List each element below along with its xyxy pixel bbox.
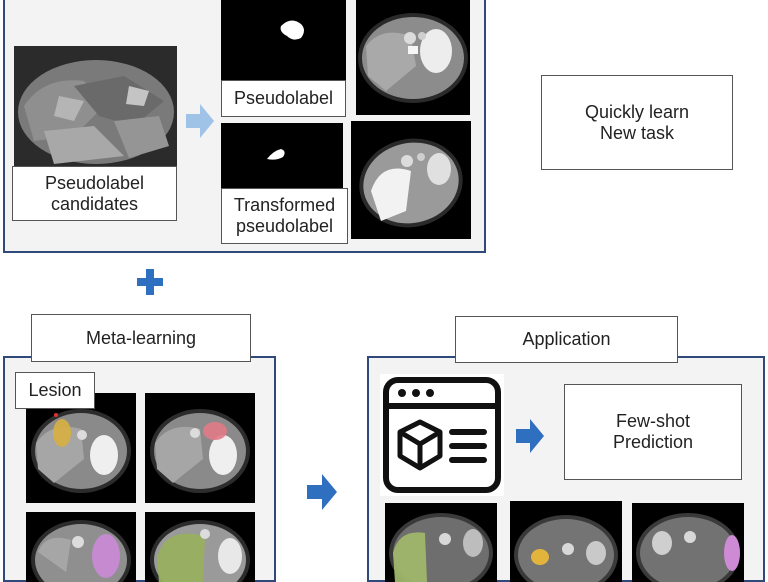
ct-scan-image [356, 0, 470, 115]
pseudolabel-label: Pseudolabel [221, 80, 346, 117]
transformed-mask-image [221, 123, 343, 188]
application-mri-image-2 [510, 501, 622, 582]
application-mri-image-3 [632, 503, 744, 582]
pseudolabel-candidates-image [14, 46, 177, 166]
meta-ct-image-4 [145, 512, 255, 582]
meta-ct-image-2 [145, 393, 255, 503]
meta-learning-title: Meta-learning [31, 314, 251, 362]
pseudolabel-candidates-label: Pseudolabel candidates [12, 166, 177, 221]
arrow-right-icon [186, 104, 214, 138]
plus-icon [137, 269, 163, 295]
transformed-pseudolabel-label: Transformed pseudolabel [221, 188, 348, 244]
application-title: Application [455, 316, 678, 363]
few-shot-prediction-label: Few-shot Prediction [564, 384, 742, 480]
app-window-icon [380, 374, 504, 496]
meta-ct-image-1 [26, 393, 136, 503]
quickly-learn-note: Quickly learn New task [541, 75, 733, 170]
transformed-ct-scan-image [351, 121, 471, 239]
pseudolabel-mask-image [221, 0, 346, 80]
meta-ct-image-3 [26, 512, 136, 582]
arrow-right-icon [307, 474, 337, 510]
lesion-label: Lesion [15, 372, 95, 409]
application-mri-image-1 [385, 503, 497, 582]
arrow-right-icon [516, 419, 544, 453]
